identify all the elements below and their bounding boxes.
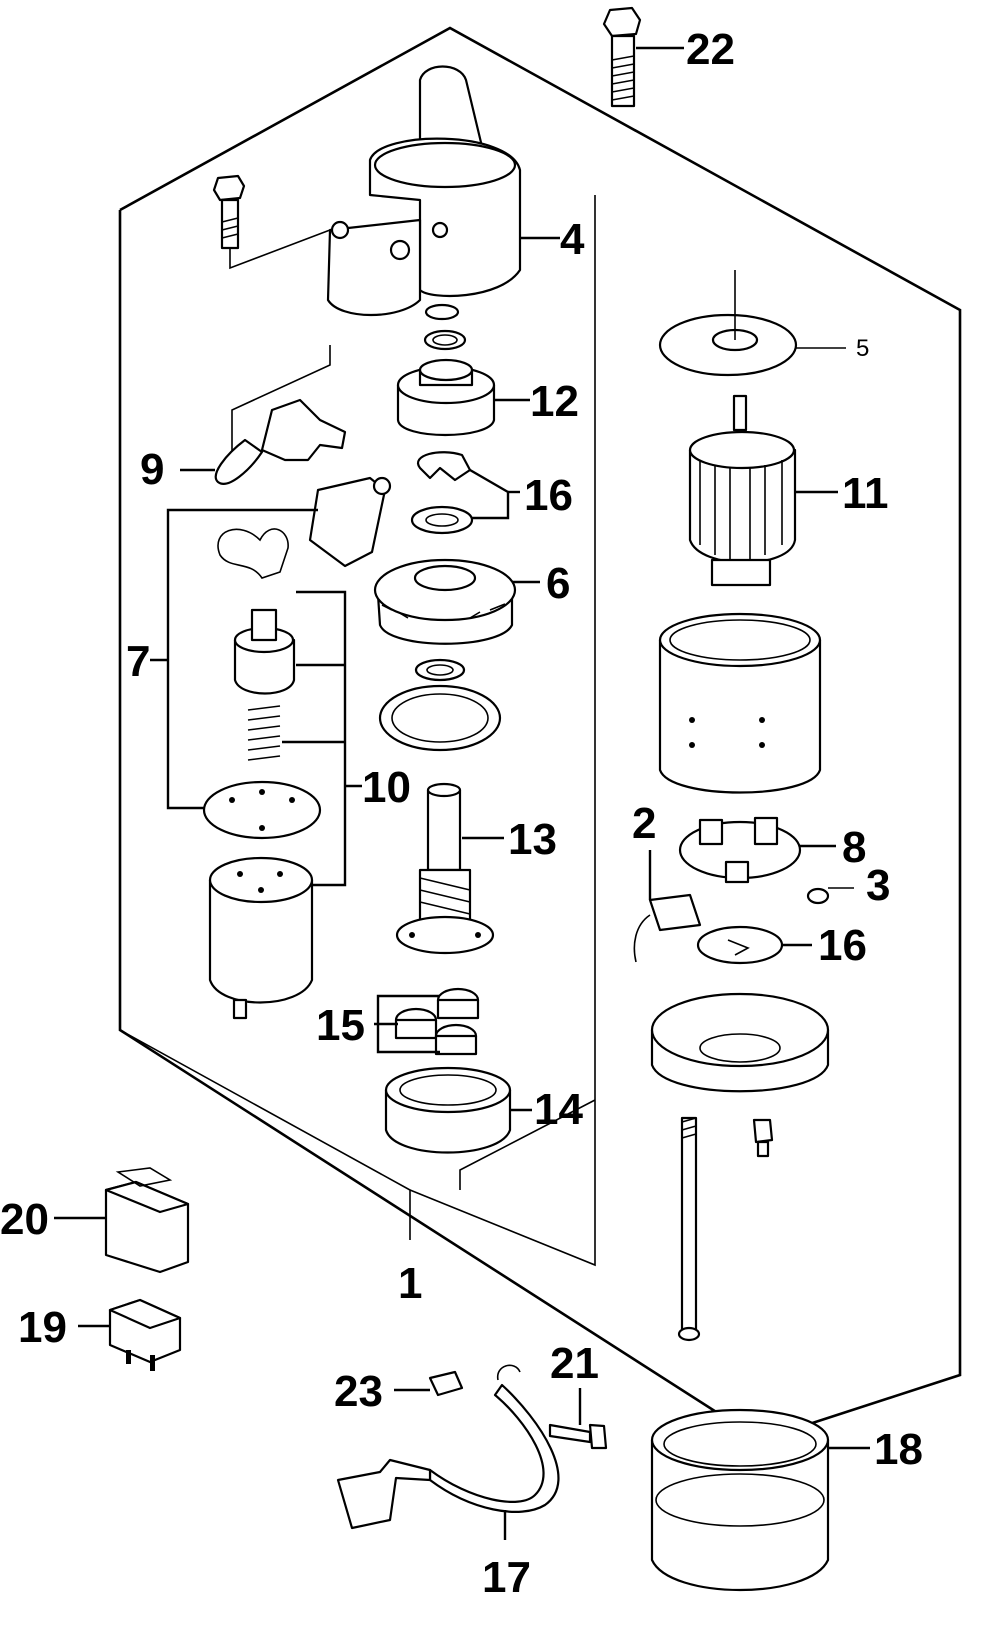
callout-23: 23 (334, 1367, 383, 1416)
solenoid-housing-4 (231, 65, 560, 470)
callout-12: 12 (530, 377, 579, 426)
callout-13: 13 (508, 815, 557, 864)
callout-19: 19 (18, 1303, 67, 1352)
brush-lead-2 (633, 850, 702, 963)
seal-ring (423, 329, 467, 351)
bracket-band-17 (336, 1364, 560, 1540)
pinion-gear-12 (396, 358, 530, 437)
gear-housing-6 (373, 558, 540, 645)
screw-21 (548, 1388, 608, 1450)
relay-19 (78, 1298, 182, 1371)
callout-20: 20 (0, 1195, 49, 1244)
yoke (658, 612, 822, 794)
callout-15: 15 (316, 1001, 365, 1050)
callout-4: 4 (560, 215, 585, 264)
callout-17: 17 (482, 1553, 531, 1602)
callout-16-top: 16 (524, 471, 573, 520)
callout-16-right: 16 (818, 921, 867, 970)
solenoid-switch-7 (150, 476, 392, 810)
callout-14: 14 (534, 1085, 583, 1134)
shift-lever-9 (180, 398, 347, 485)
internal-gear-14 (384, 1066, 532, 1154)
callout-22: 22 (686, 25, 735, 74)
callout-7: 7 (126, 637, 150, 686)
callout-8: 8 (842, 823, 866, 872)
cover-ring-18 (650, 1408, 870, 1592)
armature-11 (688, 394, 838, 587)
callout-21: 21 (550, 1339, 599, 1388)
callout-18: 18 (874, 1425, 923, 1474)
through-bolt (677, 1116, 701, 1342)
callout-6: 6 (546, 559, 570, 608)
o-ring (424, 303, 460, 321)
callout-2: 2 (632, 799, 656, 848)
gasket-ring (378, 684, 502, 752)
nut-3 (806, 887, 854, 905)
callout-9: 9 (140, 445, 164, 494)
bolt-housing (212, 174, 331, 270)
plate-5 (658, 270, 846, 377)
callout-1: 1 (398, 1259, 422, 1308)
washer (414, 658, 466, 682)
assembly-frame (118, 26, 962, 1442)
rear-end-cap (650, 992, 830, 1158)
planetary-shaft-13 (395, 782, 504, 955)
callout-labels: 22 4 5 12 9 16 11 6 7 10 2 13 8 3 16 15 … (0, 25, 923, 1602)
brush-holder-8 (678, 816, 836, 884)
clip-23 (394, 1370, 464, 1397)
bolt-22 (602, 6, 684, 108)
callout-5: 5 (856, 335, 869, 362)
plunger-assembly-10 (202, 590, 362, 1020)
callout-11: 11 (842, 469, 889, 518)
callout-3: 3 (866, 861, 890, 910)
washer-plate-16 (696, 925, 812, 965)
callout-10: 10 (362, 763, 411, 812)
planet-gears-15 (374, 987, 480, 1056)
relay-box-20 (54, 1167, 190, 1274)
snap-ring-16 (410, 451, 520, 535)
